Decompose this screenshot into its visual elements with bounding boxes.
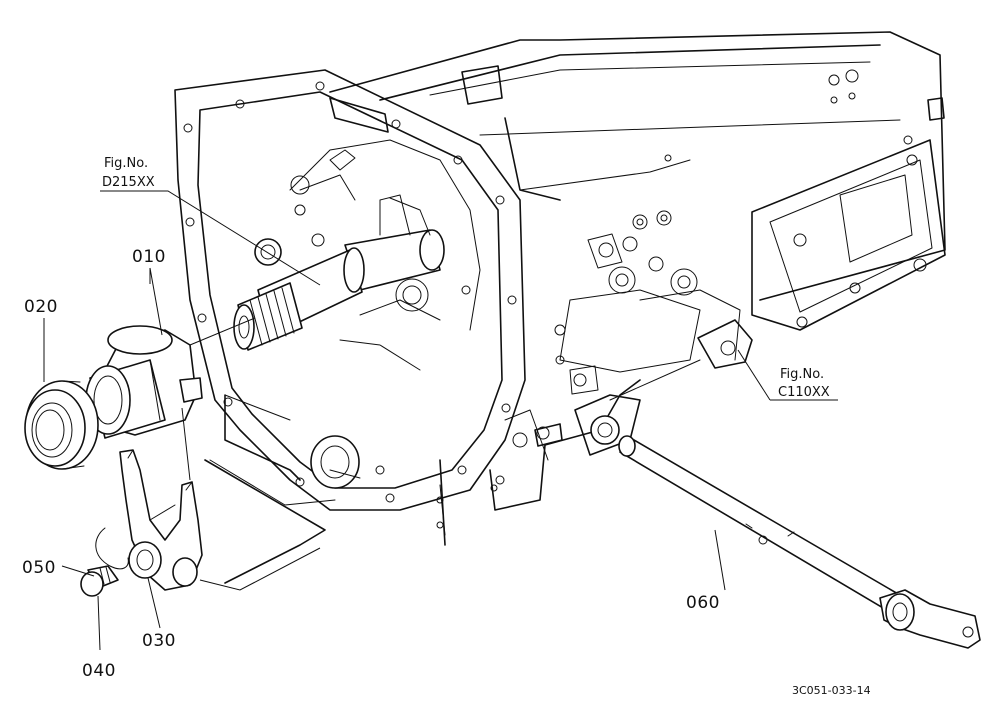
part-labels: 010 020 050 030 040 060 bbox=[22, 247, 720, 681]
label-060: 060 bbox=[686, 593, 720, 613]
set-screw-040 bbox=[80, 565, 119, 597]
label-050: 050 bbox=[22, 558, 56, 578]
label-030: 030 bbox=[142, 631, 176, 651]
fig-ref-c110-line2: C110XX bbox=[778, 385, 830, 400]
fig-ref-d215-line1: Fig.No. bbox=[104, 156, 148, 171]
fig-ref-d215-line2: D215XX bbox=[102, 175, 155, 190]
release-fork-030 bbox=[119, 449, 203, 591]
fig-ref-c110-line1: Fig.No. bbox=[780, 367, 824, 382]
transmission-housing bbox=[204, 31, 946, 584]
label-040: 040 bbox=[82, 661, 116, 681]
label-010: 010 bbox=[132, 247, 166, 267]
release-shaft-060 bbox=[618, 435, 981, 649]
release-hub-010 bbox=[85, 325, 203, 439]
leader-lines bbox=[43, 190, 838, 651]
drawing-code: 3C051-033-14 bbox=[792, 684, 871, 697]
lock-wire-050 bbox=[95, 527, 129, 570]
input-shaft bbox=[233, 194, 445, 351]
bell-housing-flange bbox=[174, 69, 526, 511]
release-bearing-020 bbox=[24, 380, 99, 470]
figure-references: Fig.No. D215XX Fig.No. C110XX bbox=[102, 156, 830, 400]
label-020: 020 bbox=[24, 297, 58, 317]
